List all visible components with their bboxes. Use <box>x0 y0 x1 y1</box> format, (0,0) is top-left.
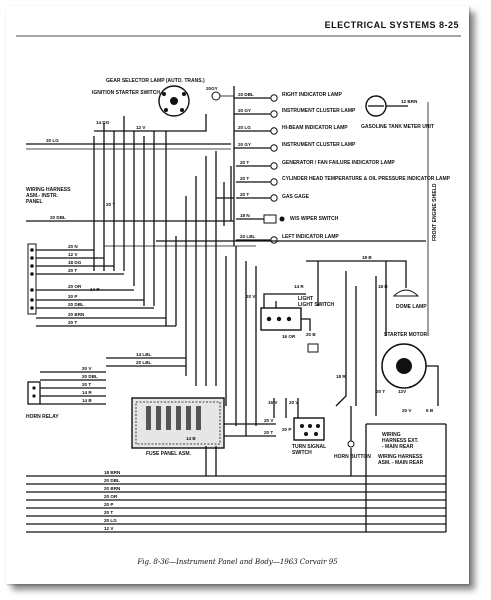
wl-20lbl-b: 20 LBL <box>136 360 152 365</box>
starter-motor-label: STARTER MOTOR <box>384 332 428 338</box>
gas-tank-meter <box>365 95 408 117</box>
bundle-2: 20 BRN <box>104 486 121 491</box>
conn-left-8: 20 T <box>68 320 77 325</box>
horn-wire-3: 14 R <box>82 390 92 395</box>
conn-left-1: 12 V <box>68 252 78 257</box>
light-switch <box>260 293 311 331</box>
wl-20lg: 20 LG <box>46 138 59 143</box>
fuse-panel <box>131 397 276 449</box>
hibeam-label: HI-BEAM INDICATOR LAMP <box>282 125 348 131</box>
figure-caption: Fig. 8-36—Instrument Panel and Body—1963… <box>137 558 338 566</box>
wl-18r: 18 R <box>336 374 346 379</box>
bundle-3: 20 OR <box>104 494 118 499</box>
wl-16or: 16 OR <box>282 334 296 339</box>
generator-label: GENERATOR / FAN FAILURE INDICATOR LAMP <box>282 160 395 166</box>
wl-14dg: 14 DG <box>96 120 110 125</box>
page-header: ELECTRICAL SYSTEMS 8-25 <box>324 20 459 30</box>
wl-18b-a: 18 B <box>362 255 372 260</box>
bundle-4: 20 P <box>104 502 113 507</box>
conn-left-3: 20 T <box>68 268 77 273</box>
gas-gage-label: GAS GAGE <box>282 194 310 200</box>
wl-20t-b: 20 T <box>240 176 249 181</box>
wl-20v-b: 20 V <box>289 400 299 405</box>
bundle-6: 20 LG <box>104 518 117 523</box>
connector-small <box>307 343 319 353</box>
wl-16v: 16 V <box>268 400 278 405</box>
wl-12v: 12 V <box>136 125 146 130</box>
horn-wire-2: 20 T <box>82 382 91 387</box>
wl-20p: 20 P <box>282 427 291 432</box>
wl-20gy-b: 20 GY <box>238 142 251 147</box>
horn-wire-4: 14 B <box>82 398 92 403</box>
left-indicator-label: LEFT INDICATOR LAMP <box>282 234 339 240</box>
wl-20lg-b: 20 LG <box>238 125 251 130</box>
horn-relay-label: HORN RELAY <box>26 414 59 420</box>
wl-20t-e: 20 T <box>376 389 385 394</box>
right-indicator-label: RIGHT INDICATOR LAMP <box>282 92 342 98</box>
left-connector <box>27 243 176 327</box>
front-shield-label: FRONT ENGINE SHIELD <box>432 183 438 241</box>
bundle-5: 20 T <box>104 510 113 515</box>
conn-left-2: 18 DG <box>68 260 82 265</box>
conn-left-6: 20 DBL <box>68 302 84 307</box>
wl-14lbl: 14 LBL <box>136 352 152 357</box>
horn-button <box>347 406 355 448</box>
horn-wire-0: 20 V <box>82 366 92 371</box>
harness-instr-label: WIRING HARNESS ASM.- INSTR. PANEL <box>26 187 72 205</box>
wl-20t-c: 20 T <box>240 192 249 197</box>
cylinder-label: CYLINDER HEAD TEMPERATURE & OIL PRESSURE… <box>282 176 451 182</box>
conn-left-0: 20 N <box>68 244 78 249</box>
wl-20v-d: 20 V <box>264 418 274 423</box>
wl-12brn: 12 BRN <box>401 99 418 104</box>
indicator-lamps <box>233 86 285 246</box>
dome-lamp <box>386 260 420 297</box>
ignition-switch-label: IGNITION STARTER SWITCH <box>92 90 160 96</box>
wiper-label: W/S WIPER SWITCH <box>290 216 339 222</box>
wl-20dbl-a: 20 DBL <box>238 92 254 97</box>
wl-20b: 20 B <box>306 332 316 337</box>
wl-12v-b: 12V <box>398 389 407 394</box>
gas-tank-label: GASOLINE TANK METER UNIT <box>361 124 434 130</box>
wl-20gy-a: 20 GY <box>238 108 251 113</box>
ignition-switch <box>158 85 190 117</box>
main-harness <box>26 114 426 436</box>
wl-20lbl: 20 LBL <box>240 234 256 239</box>
gear-selector-label: GEAR SELECTOR LAMP (AUTO. TRANS.) <box>106 78 205 84</box>
dome-lamp-label: DOME LAMP <box>396 304 427 310</box>
wl-20t-a: 20 T <box>240 160 249 165</box>
bottom-bundle <box>26 424 447 533</box>
cluster-lamp-1-label: INSTRUMENT CLUSTER LAMP <box>282 108 356 114</box>
conn-left-5: 20 P <box>68 294 77 299</box>
bundle-0: 18 BRN <box>104 470 121 475</box>
conn-left-4: 20 OR <box>68 284 82 289</box>
wl-18b-b: 18 B <box>378 284 388 289</box>
schematic-page: ELECTRICAL SYSTEMS 8-25 GEAR SELECTOR LA… <box>6 6 469 584</box>
wl-14b: 14 B <box>186 436 196 441</box>
wl-20v-a: 20 V <box>246 294 256 299</box>
wl-14r-b: 14 R <box>294 284 304 289</box>
gear-selector-lamp <box>211 91 234 101</box>
starter-motor <box>381 343 439 406</box>
conn-left-7: 20 BRN <box>68 312 85 317</box>
wl-20t-f: 20 T <box>264 430 273 435</box>
cluster-lamp-2-label: INSTRUMENT CLUSTER LAMP <box>282 142 356 148</box>
wiring-diagram: GEAR SELECTOR LAMP (AUTO. TRANS.) IGNITI… <box>16 35 461 533</box>
wl-6b: 6 B <box>426 408 434 413</box>
wl-20t-d: 20 T <box>106 202 115 207</box>
fuse-panel-label: FUSE PANEL ASM. <box>146 451 192 457</box>
horn-button-label: HORN BUTTON <box>334 454 371 460</box>
bundle-7: 12 V <box>104 526 114 531</box>
horn-relay <box>27 357 186 405</box>
wl-20gy-gear: 20GY <box>206 86 218 91</box>
bundle-1: 20 DBL <box>104 478 120 483</box>
wl-20dbl-b: 20 DBL <box>50 215 66 220</box>
wl-18n: 18 N <box>240 213 250 218</box>
turn-signal-switch <box>273 398 325 441</box>
wl-20v-c: 20 V <box>402 408 412 413</box>
horn-wire-1: 20 DBL <box>82 374 98 379</box>
